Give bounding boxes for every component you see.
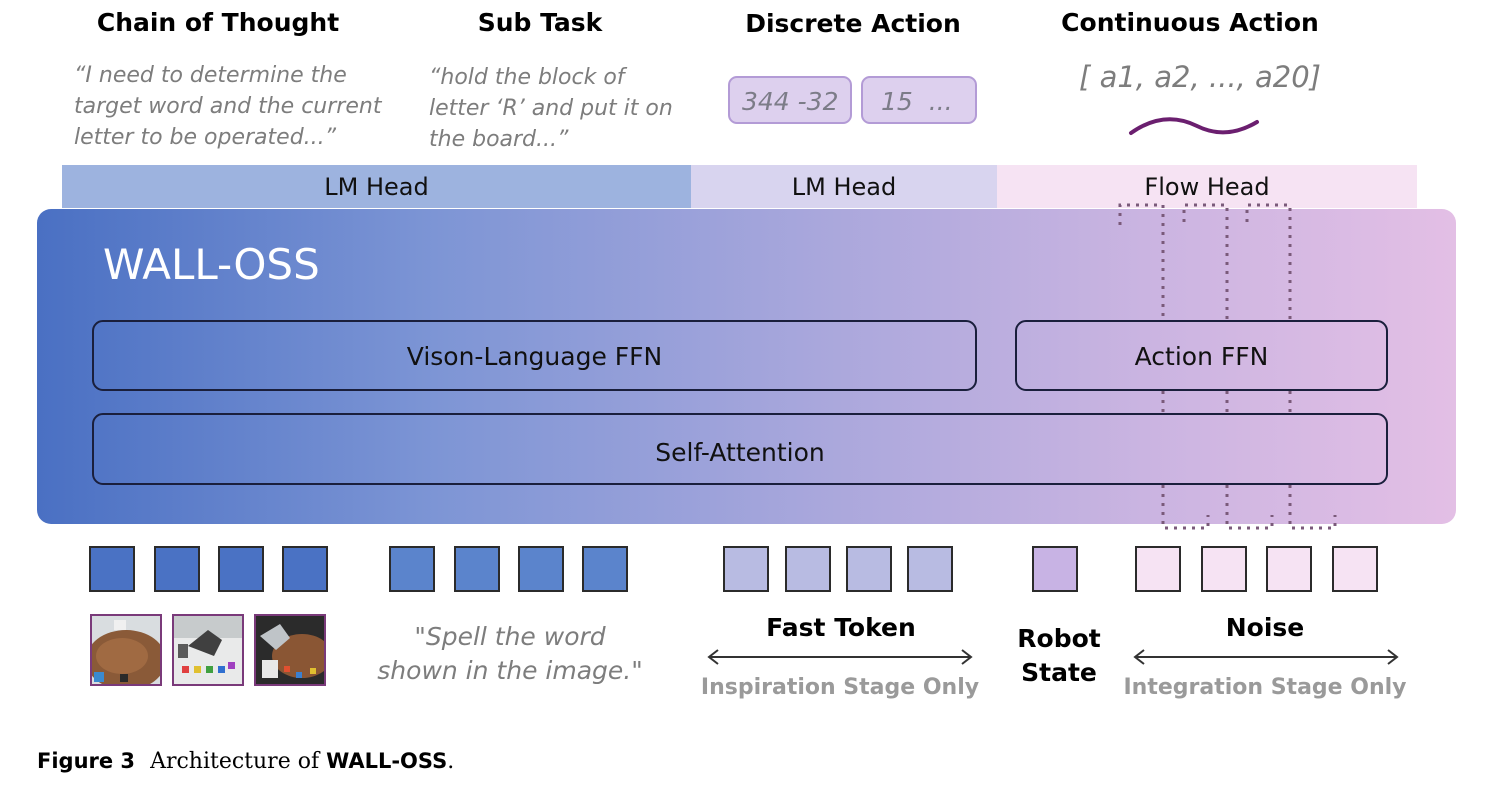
continuous-vector: [ a1, a2, ..., a20] <box>1079 60 1321 94</box>
fast-token <box>907 546 953 592</box>
image-thumbnail <box>254 614 326 686</box>
cot-text: “I need to determine the target word and… <box>74 60 414 153</box>
image-thumbnail <box>172 614 244 686</box>
caption-model-name: WALL-OSS <box>326 749 448 773</box>
continuous-title: Continuous Action <box>1061 8 1319 37</box>
double-arrow-icon <box>707 649 973 665</box>
discrete-title: Discrete Action <box>745 9 961 38</box>
fast-token-label: Fast Token <box>766 613 916 642</box>
image-token <box>218 546 264 592</box>
fast-token <box>846 546 892 592</box>
subtask-line: letter ‘R’ and put it on <box>429 96 673 121</box>
discrete-token-pill: 344 -32 <box>728 76 852 124</box>
discrete-token-pill: 15 ... <box>861 76 977 124</box>
figure-caption: Figure 3 Architecture of WALL-OSS. <box>37 749 454 774</box>
instruction-text: "Spell the word shown in the image." <box>350 620 670 688</box>
text-token <box>518 546 564 592</box>
fast-token <box>785 546 831 592</box>
noise-token <box>1332 546 1378 592</box>
instruction-line: "Spell the word <box>414 622 606 651</box>
wave-icon <box>1129 117 1259 135</box>
wall-oss-block <box>37 209 1456 524</box>
text-token <box>582 546 628 592</box>
robot-state-line: Robot <box>1017 624 1101 653</box>
subtask-title: Sub Task <box>477 8 603 37</box>
subtask-line: the board...” <box>429 127 569 152</box>
text-token <box>389 546 435 592</box>
robot-state-label: Robot State <box>1008 622 1110 690</box>
noise-token <box>1201 546 1247 592</box>
vision-language-ffn: Vison-Language FFN <box>92 320 977 391</box>
cot-line: letter to be operated...” <box>74 125 337 150</box>
lm-head-bar-2: LM Head <box>691 165 997 208</box>
discrete-token-text: 15 ... <box>881 87 953 116</box>
lm-head-bar-1: LM Head <box>62 165 691 208</box>
image-token <box>89 546 135 592</box>
noise-label: Noise <box>1225 613 1305 642</box>
image-token <box>154 546 200 592</box>
cot-line: target word and the current <box>74 94 382 119</box>
double-arrow-icon <box>1133 649 1399 665</box>
fast-token-note: Inspiration Stage Only <box>700 675 980 700</box>
self-attention: Self-Attention <box>92 413 1388 485</box>
instruction-line: shown in the image." <box>377 656 643 685</box>
discrete-token-text: 344 -32 <box>742 87 839 116</box>
noise-token <box>1266 546 1312 592</box>
image-token <box>282 546 328 592</box>
image-thumbnail <box>90 614 162 686</box>
model-name: WALL-OSS <box>103 240 320 289</box>
cot-line: “I need to determine the <box>74 63 347 88</box>
caption-end: . <box>447 749 455 774</box>
noise-token <box>1135 546 1181 592</box>
robot-state-line: State <box>1021 658 1097 687</box>
subtask-text: “hold the block of letter ‘R’ and put it… <box>429 62 699 155</box>
action-ffn: Action FFN <box>1015 320 1388 391</box>
text-token <box>454 546 500 592</box>
caption-text: Architecture of <box>150 749 320 774</box>
cot-title: Chain of Thought <box>96 8 340 37</box>
fast-token <box>723 546 769 592</box>
subtask-line: “hold the block of <box>429 65 625 90</box>
figure-number: Figure 3 <box>37 749 136 773</box>
noise-note: Integration Stage Only <box>1123 675 1407 700</box>
robot-state-token <box>1032 546 1078 592</box>
flow-head-bar: Flow Head <box>997 165 1417 208</box>
